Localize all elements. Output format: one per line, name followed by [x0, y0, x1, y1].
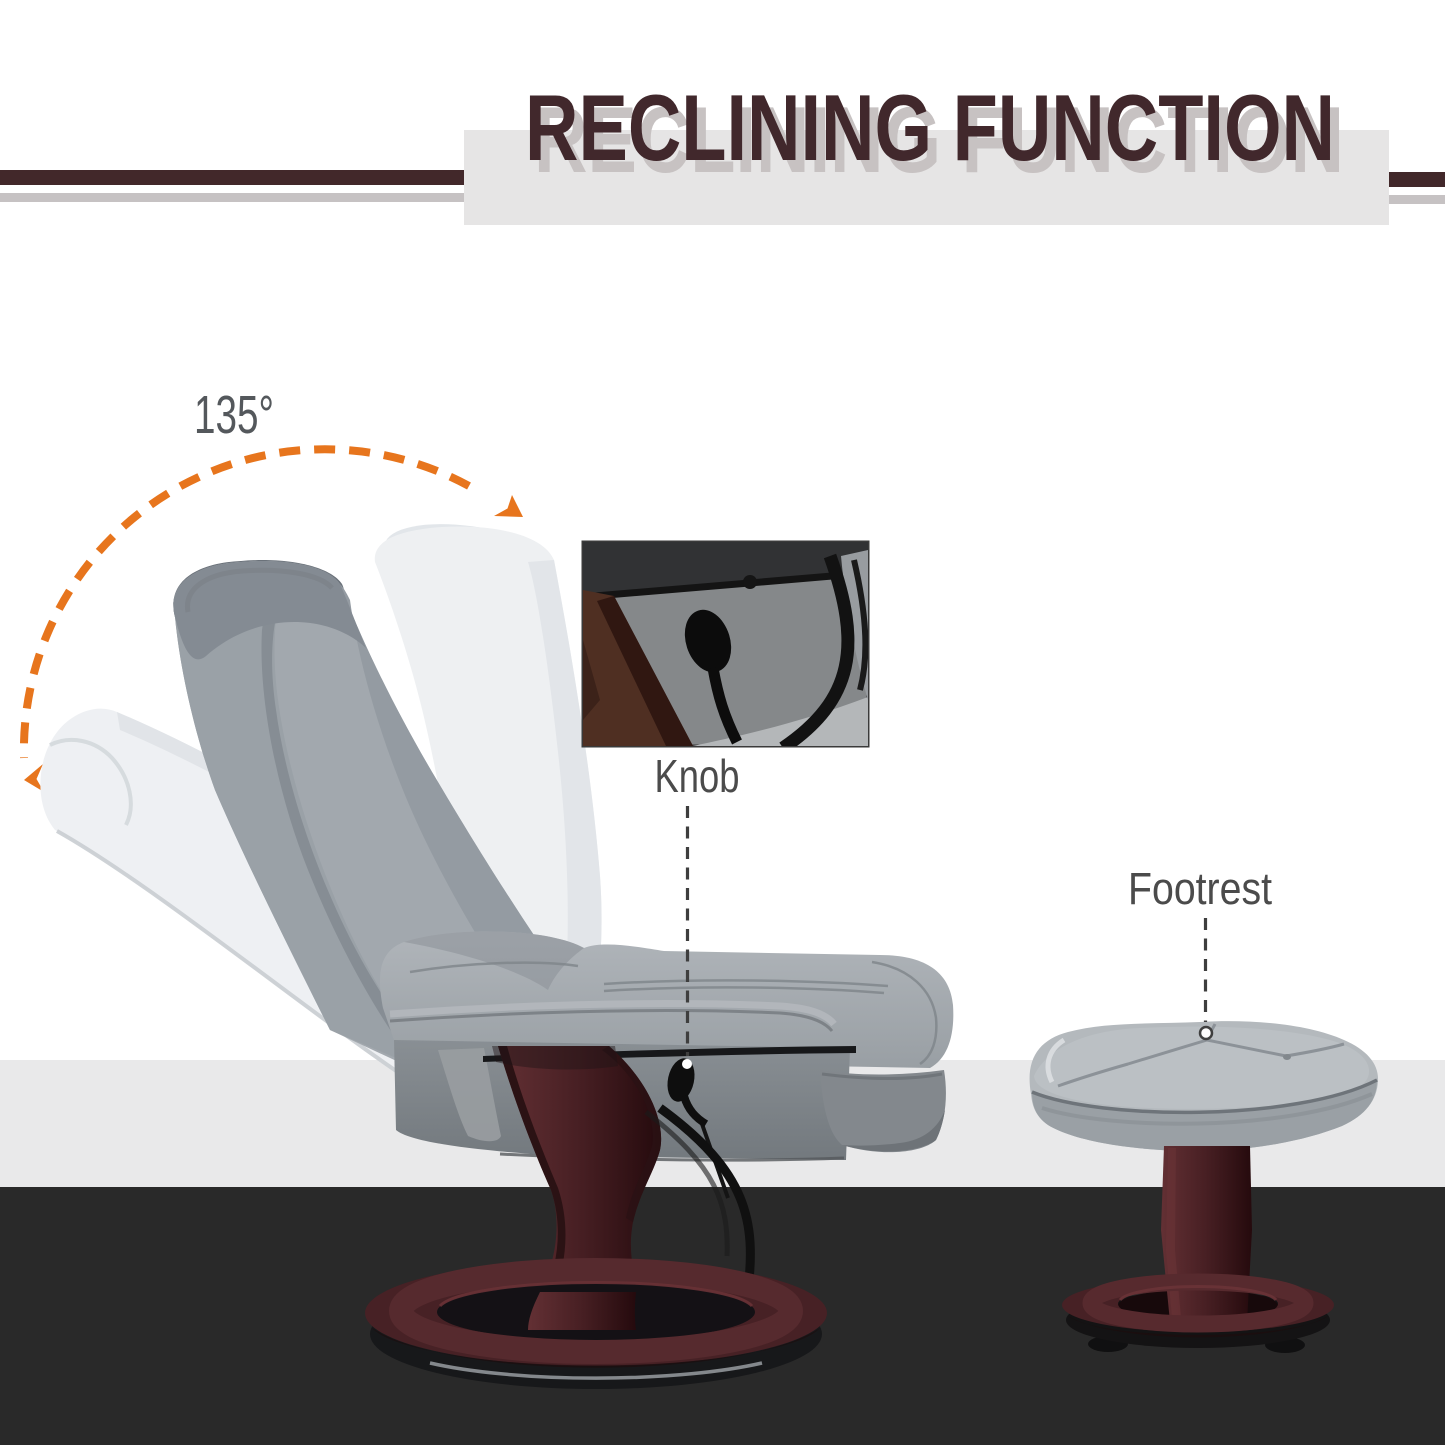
- svg-text:RECLINING FUNCTION: RECLINING FUNCTION: [534, 87, 1344, 192]
- svg-text:135°: 135°: [194, 385, 274, 445]
- svg-text:Footrest: Footrest: [1128, 863, 1272, 914]
- svg-text:RECLINING FUNCTION: RECLINING FUNCTION: [525, 75, 1335, 180]
- svg-text:Knob: Knob: [655, 750, 740, 802]
